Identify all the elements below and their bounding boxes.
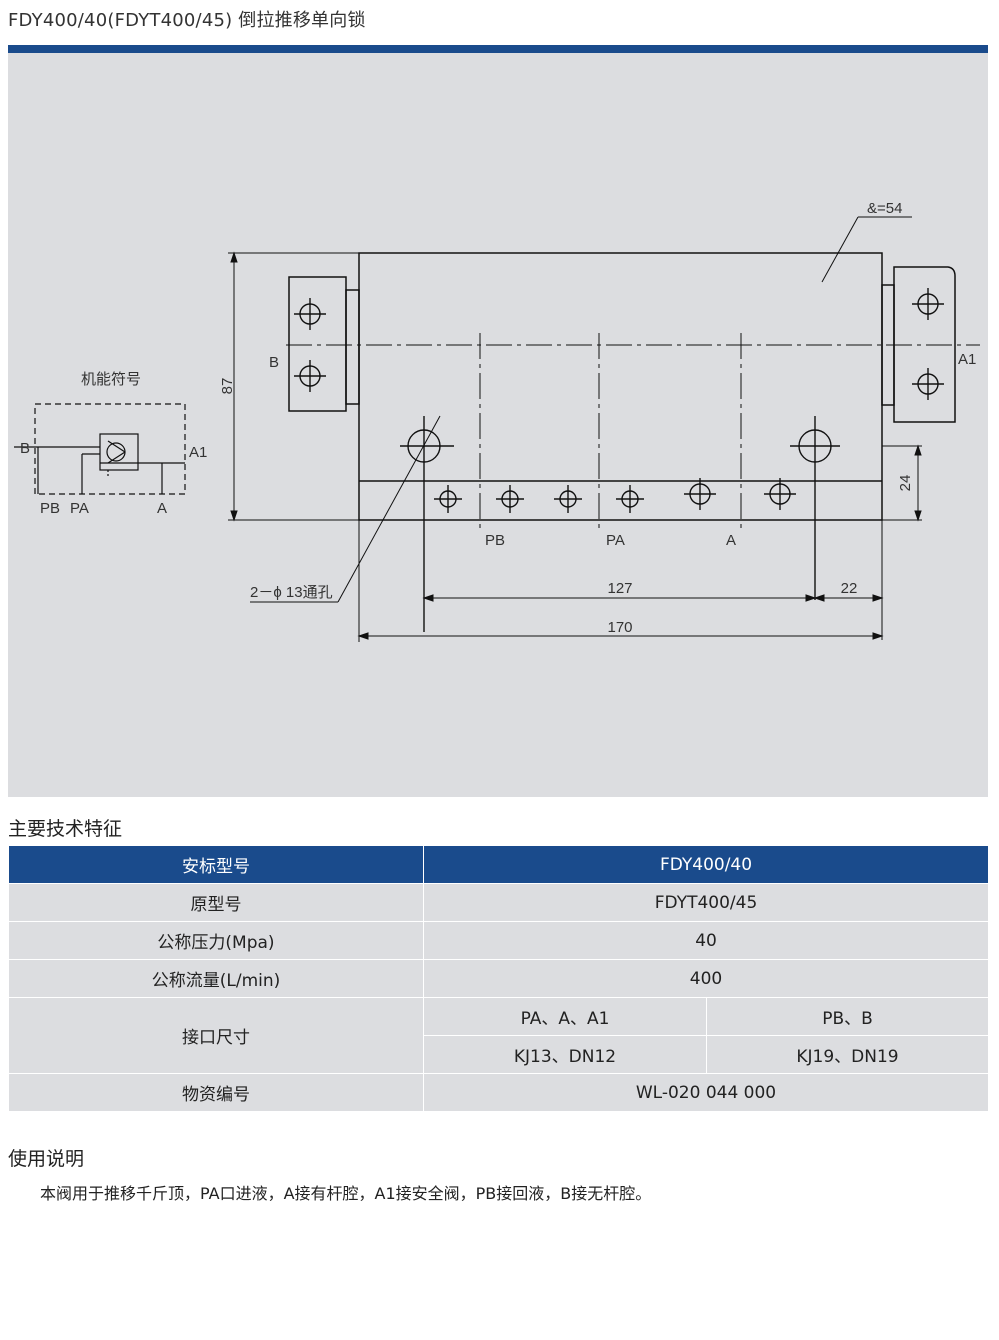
symbol-port-pa: PA bbox=[70, 500, 89, 517]
bottom-port-pb: PB bbox=[485, 532, 505, 549]
valve-body bbox=[358, 252, 883, 521]
port-group-1: PA、A、A1 bbox=[423, 997, 707, 1036]
table-row: 公称流量(L/min) 400 bbox=[8, 959, 990, 998]
flange-holes bbox=[294, 288, 944, 400]
usage-text: 本阀用于推移千斤顶，PA口进液，A接有杆腔，A1接安全阀，PB接回液，B接无杆腔… bbox=[40, 1184, 652, 1203]
port-size-1: KJ13、DN12 bbox=[423, 1035, 707, 1074]
spec-label: 公称流量(L/min) bbox=[8, 959, 424, 998]
page-title: FDY400/40(FDYT400/45) 倒拉推移单向锁 bbox=[8, 10, 366, 31]
dim-22-label: 22 bbox=[841, 580, 858, 597]
left-flange-neck bbox=[345, 289, 360, 405]
dim-127-22 bbox=[422, 520, 884, 640]
spec-heading: 主要技术特征 bbox=[8, 818, 123, 840]
dim-170 bbox=[357, 520, 884, 642]
side-port-b: B bbox=[269, 354, 279, 371]
side-port-a1: A1 bbox=[958, 351, 976, 368]
symbol-label: 机能符号 bbox=[81, 371, 141, 388]
material-value: WL-020 044 000 bbox=[422, 1073, 990, 1112]
dim-170-label: 170 bbox=[607, 619, 632, 636]
symbol-port-a1: A1 bbox=[189, 444, 207, 461]
symbol-port-a: A bbox=[157, 500, 167, 517]
drawing-svg: 机能符号 B A1 PB PA A B A1 &=54 87 24 PB PA … bbox=[14, 200, 980, 642]
dim-24 bbox=[882, 444, 922, 522]
spec-header-value: FDY400/40 bbox=[422, 845, 990, 884]
table-row: 物资编号 WL-020 044 000 bbox=[8, 1073, 990, 1112]
spec-value: 40 bbox=[422, 921, 990, 960]
right-flange bbox=[893, 266, 956, 423]
table-row: 接口尺寸 PA、A、A1 PB、B bbox=[8, 997, 990, 1074]
hydraulic-symbol bbox=[14, 403, 186, 495]
leaders bbox=[250, 216, 912, 603]
bottom-port-holes bbox=[434, 478, 796, 513]
bottom-port-pa: PA bbox=[606, 532, 625, 549]
dim-height bbox=[228, 251, 359, 522]
port-size-2: KJ19、DN19 bbox=[705, 1035, 990, 1074]
table-row: 原型号 FDYT400/45 bbox=[8, 883, 990, 922]
technical-drawing: 机能符号 B A1 PB PA A B A1 &=54 87 24 PB PA … bbox=[8, 53, 988, 797]
title-rule bbox=[8, 45, 988, 53]
port-group-2: PB、B bbox=[705, 997, 990, 1036]
spec-header-label: 安标型号 bbox=[8, 845, 424, 884]
spec-label: 原型号 bbox=[8, 883, 424, 922]
through-holes bbox=[400, 416, 840, 632]
left-flange bbox=[288, 276, 347, 412]
bottom-port-a: A bbox=[726, 532, 736, 549]
dim-height-label: 87 bbox=[219, 378, 236, 395]
thickness-label: &=54 bbox=[867, 200, 902, 217]
table-row: 公称压力(Mpa) 40 bbox=[8, 921, 990, 960]
dim-127-label: 127 bbox=[607, 580, 632, 597]
symbol-port-pb: PB bbox=[40, 500, 60, 517]
material-label: 物资编号 bbox=[8, 1073, 424, 1112]
table-row: KJ13、DN12 KJ19、DN19 bbox=[9, 1035, 990, 1074]
usage-heading: 使用说明 bbox=[8, 1148, 85, 1170]
spec-value: FDYT400/45 bbox=[422, 883, 990, 922]
dim-24-label: 24 bbox=[897, 475, 914, 492]
spec-label: 公称压力(Mpa) bbox=[8, 921, 424, 960]
symbol-port-b: B bbox=[20, 440, 30, 457]
spec-table: 安标型号 FDY400/40 原型号 FDYT400/45 公称压力(Mpa) … bbox=[8, 845, 990, 1112]
port-size-label: 接口尺寸 bbox=[8, 997, 424, 1074]
center-lines bbox=[286, 333, 980, 530]
spec-header-row: 安标型号 FDY400/40 bbox=[8, 845, 990, 884]
hole-note: 2－ϕ 13通孔 bbox=[250, 584, 333, 601]
spec-value: 400 bbox=[422, 959, 990, 998]
